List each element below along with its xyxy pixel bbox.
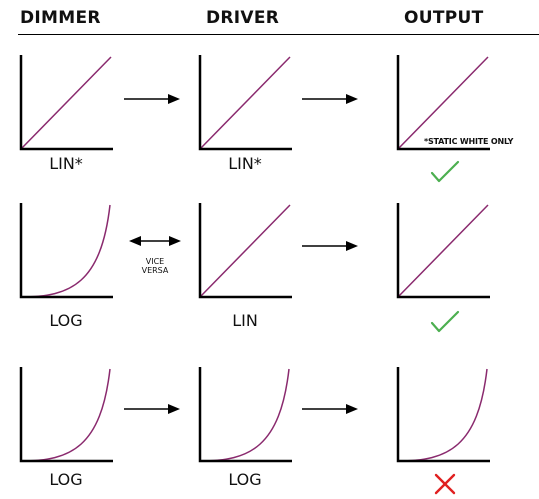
header-dimmer: DIMMER xyxy=(20,8,101,28)
driver-axes-row3 xyxy=(198,367,292,463)
driver-curve-row1 xyxy=(199,56,291,150)
driver-axes-row2 xyxy=(198,203,292,299)
dimmer-curve-row3 xyxy=(20,368,111,462)
static-white-note: *STATIC WHITE ONLY xyxy=(424,137,514,146)
driver-curve-row3 xyxy=(199,368,290,462)
output-graph-row3 xyxy=(396,367,490,463)
driver-label-row3: LOG xyxy=(228,470,262,489)
double-arrow-icon xyxy=(129,234,181,248)
dimmer-graph-row1 xyxy=(19,55,113,151)
dimmer-graph-row3 xyxy=(19,367,113,463)
dimmer-axes-row2 xyxy=(19,203,113,299)
output-curve-row1 xyxy=(397,56,489,150)
header-output: OUTPUT xyxy=(404,8,484,28)
header-divider xyxy=(18,34,539,35)
driver-graph-row1 xyxy=(198,55,292,151)
driver-axes-row1 xyxy=(198,55,292,151)
vice-versa-line1: VICE xyxy=(145,257,165,266)
check-icon xyxy=(430,160,460,184)
output-curve-row2 xyxy=(397,204,489,298)
arrow-right-icon xyxy=(302,402,358,416)
dimmer-graph-row2 xyxy=(19,203,113,299)
arrow-right-icon xyxy=(124,92,180,106)
arrow-right-icon xyxy=(302,92,358,106)
driver-curve-row2 xyxy=(199,204,291,298)
dimmer-label-row2: LOG xyxy=(49,311,83,330)
output-axes-row3 xyxy=(396,367,490,463)
dimmer-curve-row2 xyxy=(20,204,111,298)
dimmer-label-row1: LIN* xyxy=(49,154,83,173)
cross-icon xyxy=(433,472,457,496)
output-axes-row1 xyxy=(396,55,490,151)
arrow-right-icon xyxy=(124,402,180,416)
vice-versa-line2: VERSA xyxy=(141,266,169,275)
dimmer-axes-row3 xyxy=(19,367,113,463)
vice-versa-label: VICE VERSA xyxy=(125,257,185,275)
output-graph-row1 xyxy=(396,55,490,151)
arrow-right-icon xyxy=(302,239,358,253)
dimmer-label-row3: LOG xyxy=(49,470,83,489)
driver-label-row2: LIN xyxy=(232,311,258,330)
check-icon xyxy=(430,310,460,334)
dimmer-axes-row1 xyxy=(19,55,113,151)
dimmer-curve-row1 xyxy=(20,56,112,150)
driver-graph-row2 xyxy=(198,203,292,299)
output-graph-row2 xyxy=(396,203,490,299)
driver-graph-row3 xyxy=(198,367,292,463)
header-driver: DRIVER xyxy=(206,8,280,28)
output-axes-row2 xyxy=(396,203,490,299)
output-curve-row3 xyxy=(397,368,488,462)
driver-label-row1: LIN* xyxy=(228,154,262,173)
